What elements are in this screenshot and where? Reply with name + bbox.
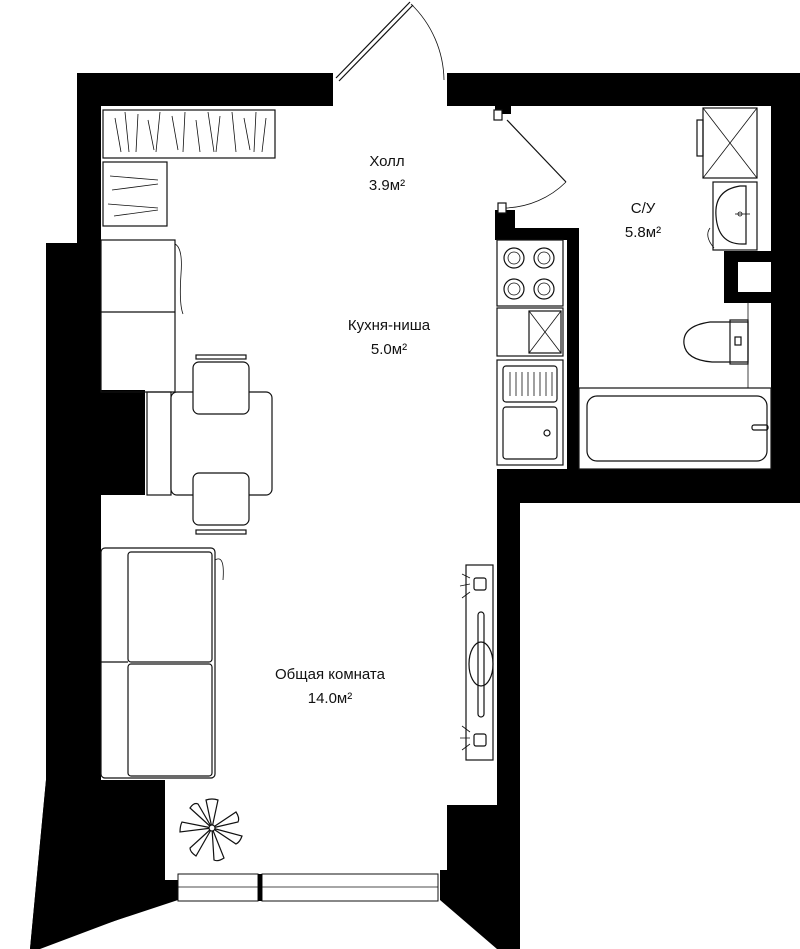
room-name: С/У [631, 200, 656, 217]
room-label-living: Общая комната 14.0м² [275, 666, 386, 707]
tv-stand-icon [459, 564, 494, 761]
room-area: 14.0м² [308, 690, 353, 707]
room-label-bathroom: С/У 5.8м² [625, 200, 661, 241]
kitchen-cabinet [496, 307, 564, 357]
room-area: 5.0м² [371, 341, 407, 358]
room-name: Холл [369, 153, 404, 170]
dining-table-icon [146, 354, 273, 535]
kitchen-cabinet [100, 239, 184, 393]
bathtub-icon [578, 387, 772, 470]
room-name: Кухня-ниша [348, 317, 431, 334]
stove-icon [496, 239, 564, 307]
wardrobe-icon [102, 109, 276, 227]
sink-icon [496, 359, 564, 466]
window-icon [177, 873, 439, 902]
room-area: 3.9м² [369, 177, 405, 194]
sofa-icon [100, 547, 224, 779]
room-label-kitchen: Кухня-ниша 5.0м² [348, 317, 431, 358]
room-area: 5.8м² [625, 224, 661, 241]
washbasin-icon [707, 181, 758, 251]
shower-tray-icon [696, 107, 758, 179]
door-icon [493, 109, 567, 214]
toilet-icon [683, 302, 749, 388]
walls [30, 73, 800, 949]
door-icon [335, 1, 445, 82]
room-label-hall: Холл 3.9м² [369, 153, 405, 194]
plant-icon [179, 798, 243, 862]
room-name: Общая комната [275, 666, 386, 683]
